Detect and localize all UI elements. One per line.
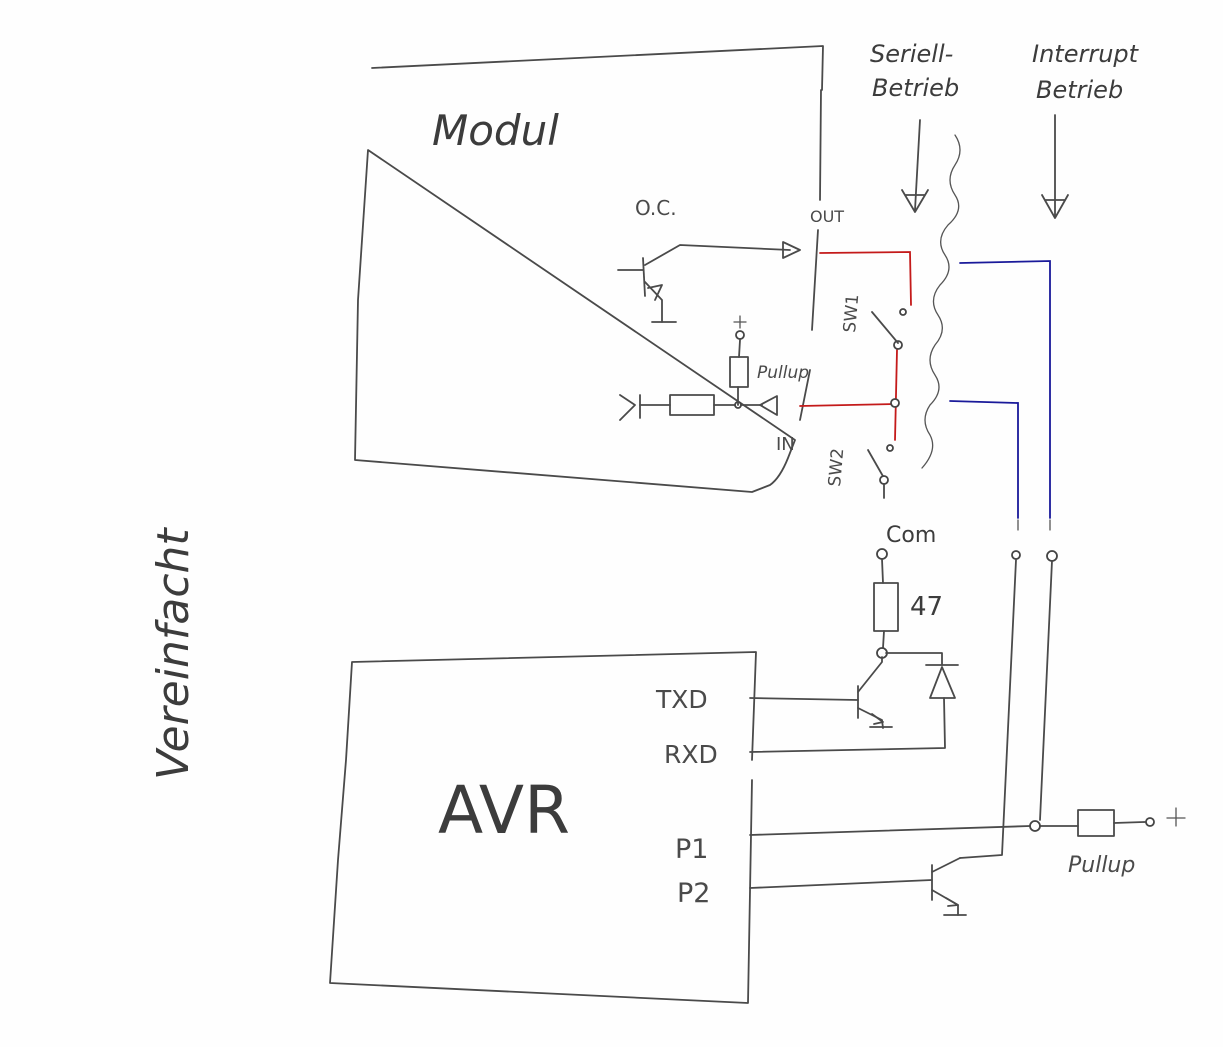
oc-label: O.C. (635, 196, 677, 220)
pin-p1-label: P1 (675, 834, 708, 865)
sw1-switch (871, 308, 907, 408)
pin-rxd-label: RXD (664, 740, 718, 769)
p2-transistor (749, 857, 967, 916)
serial-mode-arrow (901, 119, 929, 213)
module-title: Modul (432, 106, 559, 155)
out-label: OUT (810, 207, 844, 226)
module-pullup-label: Pullup (757, 363, 809, 383)
sw2-switch (867, 444, 894, 499)
serial-wire-vertical (894, 349, 898, 441)
module-box (354, 45, 824, 493)
sw1-label: SW1 (840, 293, 863, 333)
avr-pullup-label: Pullup (1068, 853, 1135, 878)
interrupt-wire-out (959, 260, 1051, 519)
out-pin-arrow (782, 241, 801, 259)
interrupt-mode-arrow (1041, 114, 1069, 219)
serial-wire-in (799, 403, 896, 407)
interrupt-mode-line1: Interrupt (1032, 40, 1140, 68)
p1-wire-pullup (749, 807, 1186, 837)
mode-separator-wave (921, 134, 961, 469)
serial-mode-line2: Betrieb (872, 74, 959, 102)
in-input-circuit (619, 315, 778, 421)
com-resistor (873, 548, 899, 659)
in-label: IN (776, 434, 795, 455)
side-note-vereinfacht: Vereinfacht (148, 527, 199, 780)
interrupt-wire-in (949, 400, 1019, 519)
interrupt-down-wires (959, 550, 1058, 859)
pin-p2-label: P2 (677, 878, 710, 909)
avr-title: AVR (438, 772, 570, 849)
avr-box (329, 651, 757, 1004)
pin-txd-label: TXD (655, 685, 708, 714)
protection-diode (749, 652, 959, 753)
sw2-label: SW2 (825, 447, 848, 487)
txd-transistor (749, 656, 893, 729)
com-label: Com (886, 523, 936, 548)
interrupt-mode-line2: Betrieb (1036, 76, 1123, 104)
serial-wire-out (819, 251, 912, 306)
serial-mode-line1: Seriell- (870, 40, 953, 68)
oc-transistor (617, 244, 791, 323)
resistor-value: 47 (910, 592, 943, 622)
